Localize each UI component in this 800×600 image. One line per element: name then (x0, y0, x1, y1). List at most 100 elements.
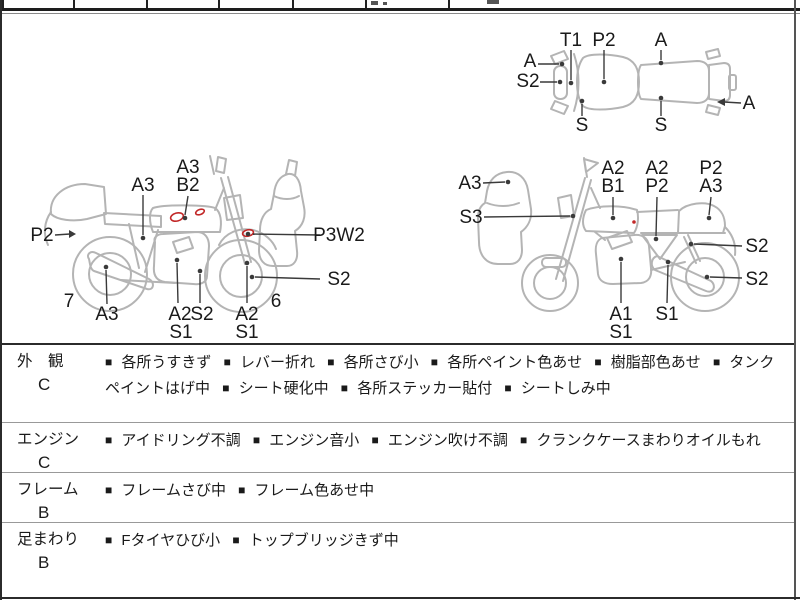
sheet-right-border (794, 0, 796, 600)
condition-label: A2 (168, 304, 191, 325)
condition-label: P2 (699, 158, 722, 179)
defect-item: フレーム色あせ中 (250, 482, 375, 499)
condition-label: S2 (327, 269, 350, 290)
clipped-text-fragment (371, 1, 378, 5)
front-wheel-number: 6 (271, 291, 282, 312)
section-top-rule (0, 13, 800, 14)
header-cell-divider (2, 0, 4, 8)
defect-item: 各所うすきず (117, 354, 212, 371)
inspection-table: 外 観 C ■ 各所うすきず ■ レバー折れ ■ 各所さび小 ■ 各所ペイント色… (0, 343, 795, 599)
category-cell: 外 観 C (0, 345, 102, 422)
motorcycle-left-side-view-diagram: A3 S3 A2 B1 A2 P2 P2 A3 S2 S2 A1 S1 S1 (458, 157, 769, 343)
header-cell-divider (365, 0, 367, 8)
header-cell-divider (73, 0, 75, 8)
category-label: 外 観 (17, 353, 64, 370)
bullet-square: ■ (223, 355, 231, 369)
defect-item: 樹脂部色あせ (606, 354, 701, 371)
condition-label: A3 (699, 176, 722, 197)
defect-item: クランクケースまわりオイルもれ (532, 432, 761, 449)
clipped-text-fragment (487, 0, 499, 4)
grade-value: C (38, 453, 51, 472)
grade-value: B (38, 503, 50, 522)
category-cell: 足まわり B (0, 523, 102, 599)
defect-item: フレームさび中 (117, 482, 226, 499)
condition-label: S2 (190, 304, 213, 325)
inspection-row-undercarriage: 足まわり B ■ Fタイヤひび小 ■ トップブリッジきず中 (0, 523, 795, 599)
condition-label: A2 (601, 158, 624, 179)
defect-item: エンジン吹け不調 (383, 432, 508, 449)
condition-label: S1 (609, 322, 632, 343)
bullet-square: ■ (222, 381, 230, 395)
condition-label: B1 (601, 176, 624, 197)
bullet-square: ■ (327, 355, 335, 369)
header-cell-divider (146, 0, 148, 8)
condition-label: A3 (458, 173, 481, 194)
category-label: フレーム (17, 481, 79, 498)
condition-label: T1 (560, 30, 582, 51)
condition-label: P2 (30, 225, 53, 246)
condition-label: A2 (645, 158, 668, 179)
grade-value: C (38, 375, 51, 394)
defect-item: 各所ペイント色あせ (443, 354, 583, 371)
bullet-square: ■ (340, 381, 349, 395)
condition-label: A (655, 30, 668, 51)
grade-value: B (38, 553, 50, 572)
bullet-square: ■ (520, 433, 528, 447)
bullet-square: ■ (430, 355, 439, 369)
header-cell-divider (448, 0, 450, 8)
defect-items: ■ アイドリング不調 ■ エンジン音小 ■ エンジン吹け不調 ■ クランクケース… (102, 423, 795, 472)
bullet-square: ■ (371, 433, 379, 447)
defect-items: ■ フレームさび中 ■ フレーム色あせ中 (102, 473, 795, 522)
header-cell-divider (292, 0, 294, 8)
condition-label: A1 (609, 304, 632, 325)
condition-label: A3 (95, 304, 118, 325)
bullet-square: ■ (712, 355, 721, 369)
header-bottom-border (0, 8, 800, 11)
category-label: エンジン (17, 431, 80, 448)
inspection-row-frame: フレーム B ■ フレームさび中 ■ フレーム色あせ中 (0, 473, 795, 523)
top-view-leader-lines (538, 50, 742, 116)
defect-items: ■ Fタイヤひび小 ■ トップブリッジきず中 (102, 523, 795, 599)
condition-label: A (524, 51, 537, 72)
left-side-line-art (477, 157, 740, 312)
condition-label: S3 (459, 207, 482, 228)
condition-label: A (743, 93, 756, 114)
category-cell: エンジン C (0, 423, 102, 472)
defect-item: アイドリング不調 (117, 432, 241, 449)
bullet-square: ■ (105, 355, 113, 369)
bullet-square: ■ (105, 483, 113, 497)
defect-item: 各所さび小 (339, 354, 419, 371)
condition-label: P2 (592, 30, 615, 51)
defect-item: シート硬化中 (234, 380, 329, 397)
condition-label: S (576, 115, 589, 136)
defect-item: タンクペイントはげ中 (105, 354, 775, 397)
condition-label: S1 (655, 304, 678, 325)
bullet-square: ■ (105, 433, 113, 447)
category-cell: フレーム B (0, 473, 102, 522)
defect-item: 各所ステッカー貼付 (353, 380, 493, 397)
category-label: 足まわり (17, 531, 80, 548)
left-side-leader-lines (482, 179, 743, 304)
condition-label: P3W2 (313, 225, 365, 246)
condition-label: S1 (169, 322, 192, 343)
header-cell-divider (218, 0, 220, 8)
defect-marks (632, 220, 636, 224)
bullet-square: ■ (238, 483, 246, 497)
condition-label: S2 (745, 269, 768, 290)
motorcycle-right-side-view-diagram: A3 A3 B2 P2 P3W2 S2 A3 A2 S2 S1 A2 S1 7 … (30, 155, 365, 343)
sheet-bottom-border (0, 597, 800, 599)
motorcycle-top-view-diagram: A S2 T1 P2 A S S A (516, 30, 756, 136)
inspection-row-exterior: 外 観 C ■ 各所うすきず ■ レバー折れ ■ 各所さび小 ■ 各所ペイント色… (0, 345, 795, 423)
defect-items: ■ 各所うすきず ■ レバー折れ ■ 各所さび小 ■ 各所ペイント色あせ ■ 樹… (102, 345, 795, 422)
defect-item: トップブリッジきず中 (244, 532, 399, 549)
defect-item: レバー折れ (235, 354, 316, 371)
condition-label: S1 (235, 322, 258, 343)
condition-label: S2 (745, 236, 768, 257)
inspection-row-engine: エンジン C ■ アイドリング不調 ■ エンジン音小 ■ エンジン吹け不調 ■ … (0, 423, 795, 473)
bullet-square: ■ (594, 355, 602, 369)
condition-label: A2 (235, 304, 258, 325)
condition-label: A3 (176, 157, 199, 178)
right-side-line-art (43, 155, 306, 313)
right-side-leader-lines (54, 195, 321, 305)
